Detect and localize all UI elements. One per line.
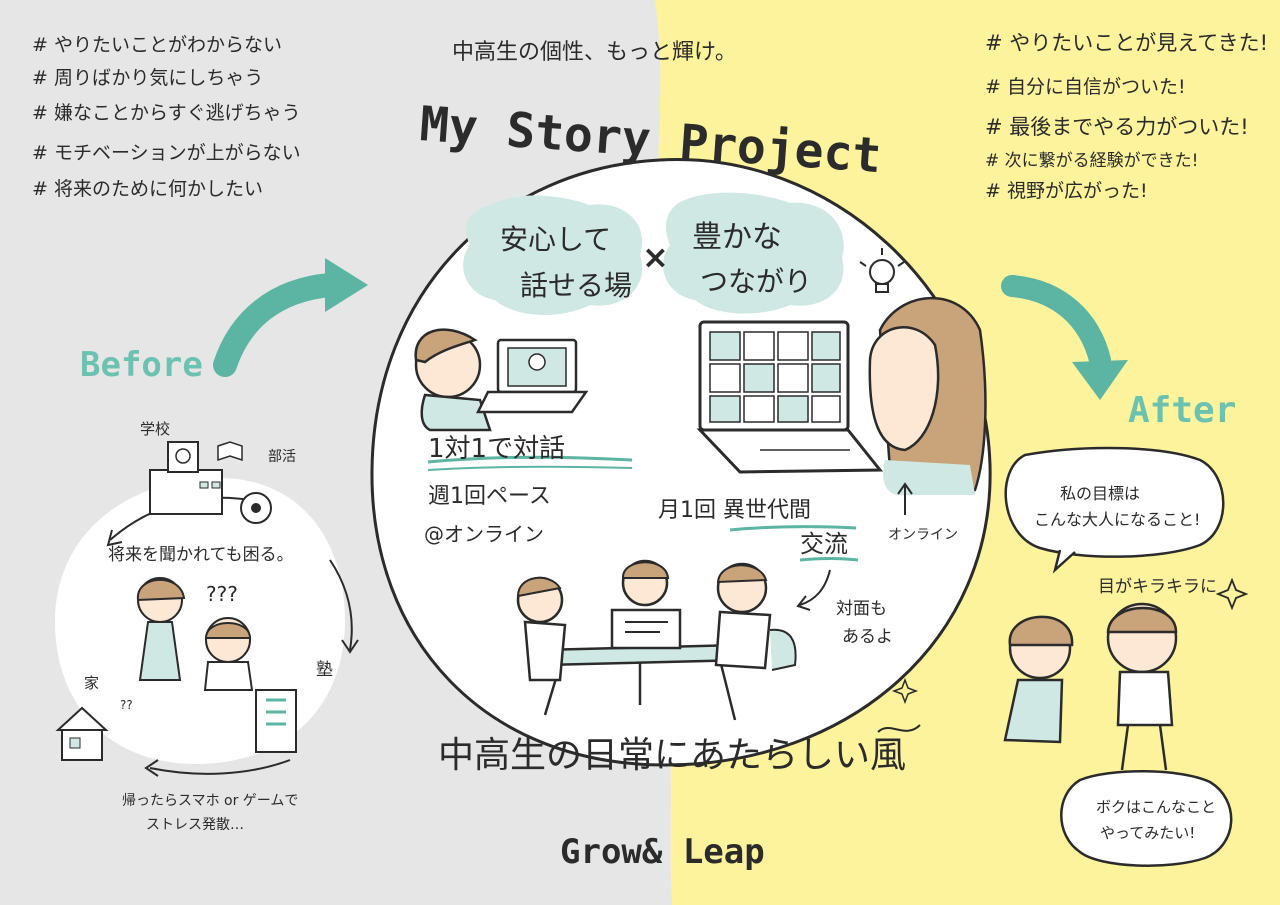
- before-problem-4: # モチベーションが上がらない: [32, 142, 301, 164]
- happy-girl-student-illustration: [1003, 615, 1074, 744]
- bottom-slogan: 中高生の日常にあたらしい風: [438, 735, 907, 776]
- after-home-text-2: ストレス発散…: [146, 817, 244, 833]
- happy-boy-student-illustration: [1106, 602, 1178, 771]
- lightbulb-icon: [859, 248, 905, 293]
- after-result-5: # 視野が広がった!: [985, 180, 1148, 202]
- future-question-text: 将来を聞かれても困る。: [108, 545, 294, 565]
- book-icon: [217, 441, 243, 462]
- before-circle: [55, 477, 345, 765]
- after-home-text-1: 帰ったらスマホ or ゲームで: [122, 793, 299, 809]
- bubble-right-line1: 豊かな: [692, 220, 782, 255]
- student-online-illustration: [414, 328, 589, 432]
- soccer-ball-icon: [240, 492, 272, 524]
- after-result-2: # 自分に自信がついた!: [985, 76, 1186, 98]
- after-result-3: # 最後までやる力がついた!: [985, 115, 1249, 139]
- brand-name: Grow& Leap: [560, 832, 765, 872]
- question-marks: ???: [206, 582, 238, 606]
- mint-bubble-right: [663, 192, 844, 314]
- laptop-video-grid-illustration: [696, 320, 884, 474]
- teal-arrowhead-right: [1072, 360, 1128, 400]
- face-to-face-line2: あるよ: [842, 627, 893, 647]
- bubble-left-line1: 安心して: [500, 223, 612, 256]
- mentor-woman-illustration: [868, 296, 987, 495]
- group-meeting-illustration: [516, 559, 797, 721]
- one-on-one-line2: 週1回ペース: [428, 484, 551, 509]
- cycle-arrow-right: [329, 559, 353, 651]
- teal-arrowhead-left: [325, 258, 368, 312]
- face-to-face-line1: 対面も: [836, 599, 887, 619]
- cycle-arrowhead-right: [341, 639, 359, 654]
- one-on-one-line3: @オンライン: [424, 522, 544, 546]
- bubble-left-line2: 話せる場: [520, 269, 633, 302]
- home-label: 家: [84, 674, 100, 692]
- online-label: オンライン: [888, 527, 958, 543]
- girl-student-worried-illustration: [136, 577, 186, 681]
- after-result-1: # やりたいことが見えてきた!: [985, 31, 1269, 55]
- monthly-line1: 月1回 異世代間: [658, 498, 811, 523]
- before-label: Before: [80, 345, 203, 385]
- sparkle-eyes-text: 目がキラキラに: [1098, 577, 1217, 597]
- after-result-4: # 次に繋がる経験ができた!: [985, 151, 1199, 171]
- cram-school-label: 塾: [316, 660, 333, 680]
- boy-student-confused-illustration: [203, 617, 254, 691]
- bubble-right-line2: つながり: [700, 265, 813, 298]
- one-on-one-line1: 1対1で対話: [428, 434, 566, 464]
- speech-top-line2: こんな大人になること!: [1034, 510, 1201, 529]
- after-label: After: [1128, 390, 1237, 431]
- cycle-arrowhead-bottom: [144, 759, 159, 777]
- speech-top-line1: 私の目標は: [1060, 484, 1141, 503]
- before-problem-3: # 嫌なことからすぐ逃げちゃう: [32, 102, 301, 124]
- wind-sparkle-icon: [877, 677, 921, 733]
- sparkle-icon: [1215, 577, 1249, 611]
- school-building-icon: [149, 441, 223, 515]
- club-label: 部活: [268, 449, 296, 465]
- before-problem-5: # 将来のために何かしたい: [32, 178, 263, 200]
- cycle-arrowhead-top: [106, 529, 123, 547]
- mint-bubble-left: [463, 195, 643, 316]
- tagline: 中高生の個性、もっと輝け。: [452, 40, 737, 65]
- before-problem-2: # 周りばかり気にしちゃう: [32, 67, 264, 89]
- teal-arrow-before-to-center: [213, 273, 342, 377]
- home-question-marks: ??: [120, 698, 133, 712]
- cram-school-building-icon: [255, 689, 297, 753]
- teal-arrow-center-to-after: [1001, 275, 1111, 371]
- speech-bubble-top: [1004, 446, 1225, 558]
- speech-bubble-bottom: [1060, 770, 1233, 867]
- cycle-arrow-bottom: [149, 759, 291, 775]
- school-label: 学校: [140, 420, 171, 438]
- before-problem-1: # やりたいことがわからない: [32, 34, 282, 56]
- monthly-line2: 交流: [800, 530, 848, 558]
- speech-bottom-line2: やってみたい!: [1100, 824, 1196, 842]
- house-icon: [55, 706, 109, 761]
- times-symbol: ×: [642, 238, 669, 276]
- speech-bottom-line1: ボクはこんなこと: [1096, 798, 1217, 816]
